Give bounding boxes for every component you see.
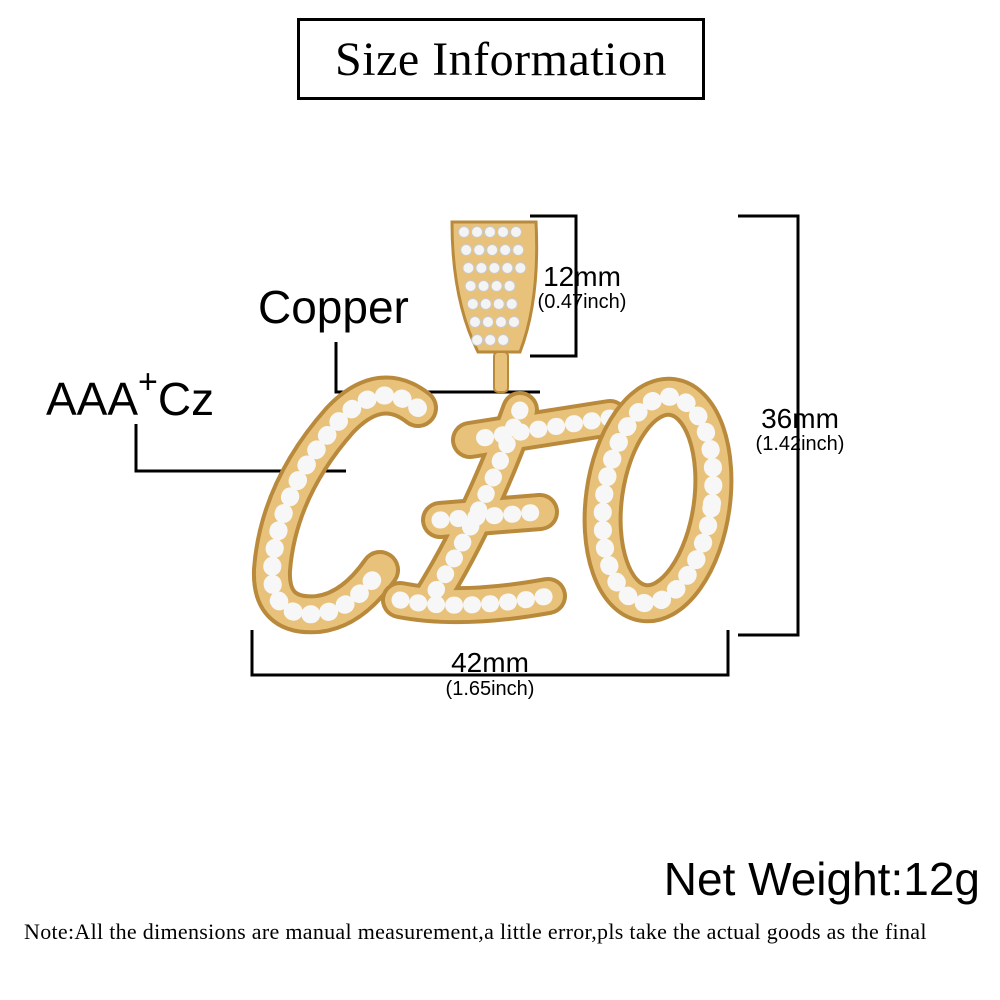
bail-stone [469, 316, 481, 328]
width-bracket [250, 630, 730, 677]
bail-stone [460, 244, 473, 256]
bail-height-mm: 12mm [543, 261, 621, 292]
bail-stone [477, 280, 490, 292]
material-label: Copper [258, 281, 409, 333]
bail-stone [482, 316, 494, 328]
cz-label-main: AAA [46, 373, 138, 425]
bail-stone [471, 226, 483, 238]
bail-stone [462, 262, 475, 274]
cz-label: AAA+Cz [46, 363, 214, 425]
height-bracket [738, 214, 800, 637]
title-box: Size Information [297, 18, 705, 100]
bail-stone [503, 280, 516, 292]
bail-stone [490, 280, 503, 292]
bail-stone [471, 334, 484, 346]
measurement-lines [134, 214, 800, 677]
measurement-note: Note:All the dimensions are manual measu… [24, 919, 927, 944]
height-mm: 36mm [761, 403, 839, 434]
bail-stones [458, 226, 527, 346]
bail-stone [475, 262, 488, 274]
bail-stone [512, 244, 525, 256]
jump-ring [493, 351, 509, 393]
bail-stone [514, 262, 527, 274]
bail-stone [510, 226, 522, 238]
bail-stone [484, 334, 497, 346]
bail-stone [497, 334, 510, 346]
bail-stone [497, 226, 509, 238]
bail-stone [464, 280, 477, 292]
height-inch: (1.42inch) [756, 433, 845, 455]
width-inch: (1.65inch) [446, 678, 535, 700]
pendant-diagram: Copper AAA+Cz 12mm (0.47inch) 36mm (1.42… [46, 214, 845, 700]
bail-stone [458, 226, 470, 238]
bail-height-inch: (0.47inch) [538, 291, 627, 313]
page-title: Size Information [335, 32, 667, 86]
bail-stone [492, 298, 505, 310]
bail-stone [488, 262, 501, 274]
bail-stone [501, 262, 514, 274]
pendant-letters [251, 375, 734, 635]
bail-stone [479, 298, 492, 310]
width-mm: 42mm [451, 647, 529, 678]
bail-stone [473, 244, 486, 256]
bail-stone [495, 316, 507, 328]
cz-label-suffix: Cz [158, 373, 214, 425]
pendant-bail [450, 220, 539, 393]
bail-stone [484, 226, 496, 238]
bail-stone [486, 244, 499, 256]
cz-label-plus: + [138, 363, 158, 401]
net-weight: Net Weight:12g [663, 853, 980, 905]
bail-stone [466, 298, 479, 310]
cz-pointer-line [134, 424, 346, 473]
copper-pointer-line [334, 342, 540, 394]
bail-stone [505, 298, 518, 310]
bail-stone [508, 316, 520, 328]
bail-stone [499, 244, 512, 256]
bail-height-bracket [530, 214, 578, 358]
